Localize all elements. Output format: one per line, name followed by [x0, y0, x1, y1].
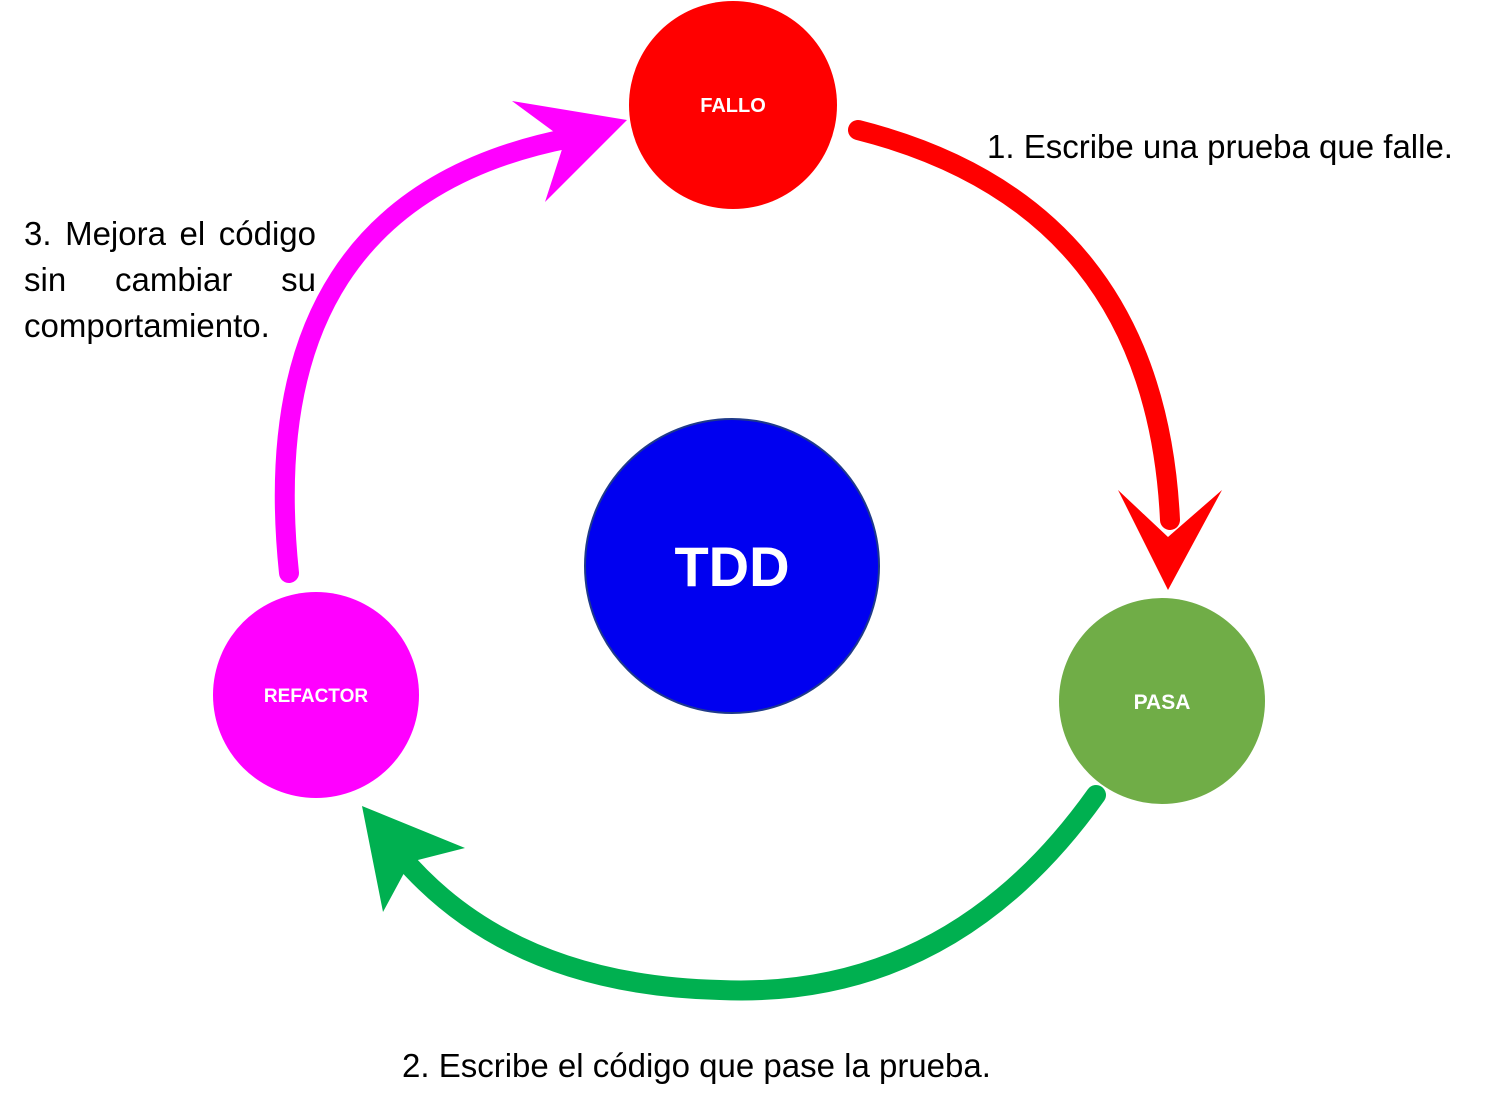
node-fallo-circle — [629, 1, 837, 209]
arrow-pasa-to-refactor-head — [362, 806, 465, 912]
step-1-text: 1. Escribe una prueba que falle. — [987, 128, 1453, 165]
arrow-refactor-to-fallo-head — [512, 101, 627, 202]
arrow-pasa-to-refactor-shaft — [390, 785, 1106, 1001]
node-refactor: REFACTOR — [213, 592, 419, 798]
arrow-refactor-to-fallo — [274, 101, 627, 583]
arrow-fallo-to-pasa-head — [1118, 490, 1222, 590]
step-3-text: 3. Mejora el código sin cambiar su compo… — [24, 215, 316, 345]
arrow-refactor-to-fallo-shaft — [274, 128, 580, 583]
node-fallo-label: FALLO — [700, 95, 766, 117]
node-refactor-circle — [213, 592, 419, 798]
center-tdd-circle — [584, 418, 880, 714]
center-tdd: TDD — [584, 418, 880, 714]
arrow-fallo-to-pasa-shaft — [848, 120, 1180, 530]
arrow-pasa-to-refactor — [362, 785, 1106, 1001]
node-pasa: PASA — [1059, 598, 1265, 804]
node-pasa-label: PASA — [1134, 691, 1191, 714]
center-tdd-label: TDD — [674, 535, 789, 598]
arrow-fallo-to-pasa — [848, 120, 1222, 590]
node-fallo: FALLO — [629, 1, 837, 209]
node-refactor-label: REFACTOR — [264, 686, 368, 707]
node-pasa-circle — [1059, 598, 1265, 804]
step-2-text: 2. Escribe el código que pase la prueba. — [402, 1047, 991, 1084]
